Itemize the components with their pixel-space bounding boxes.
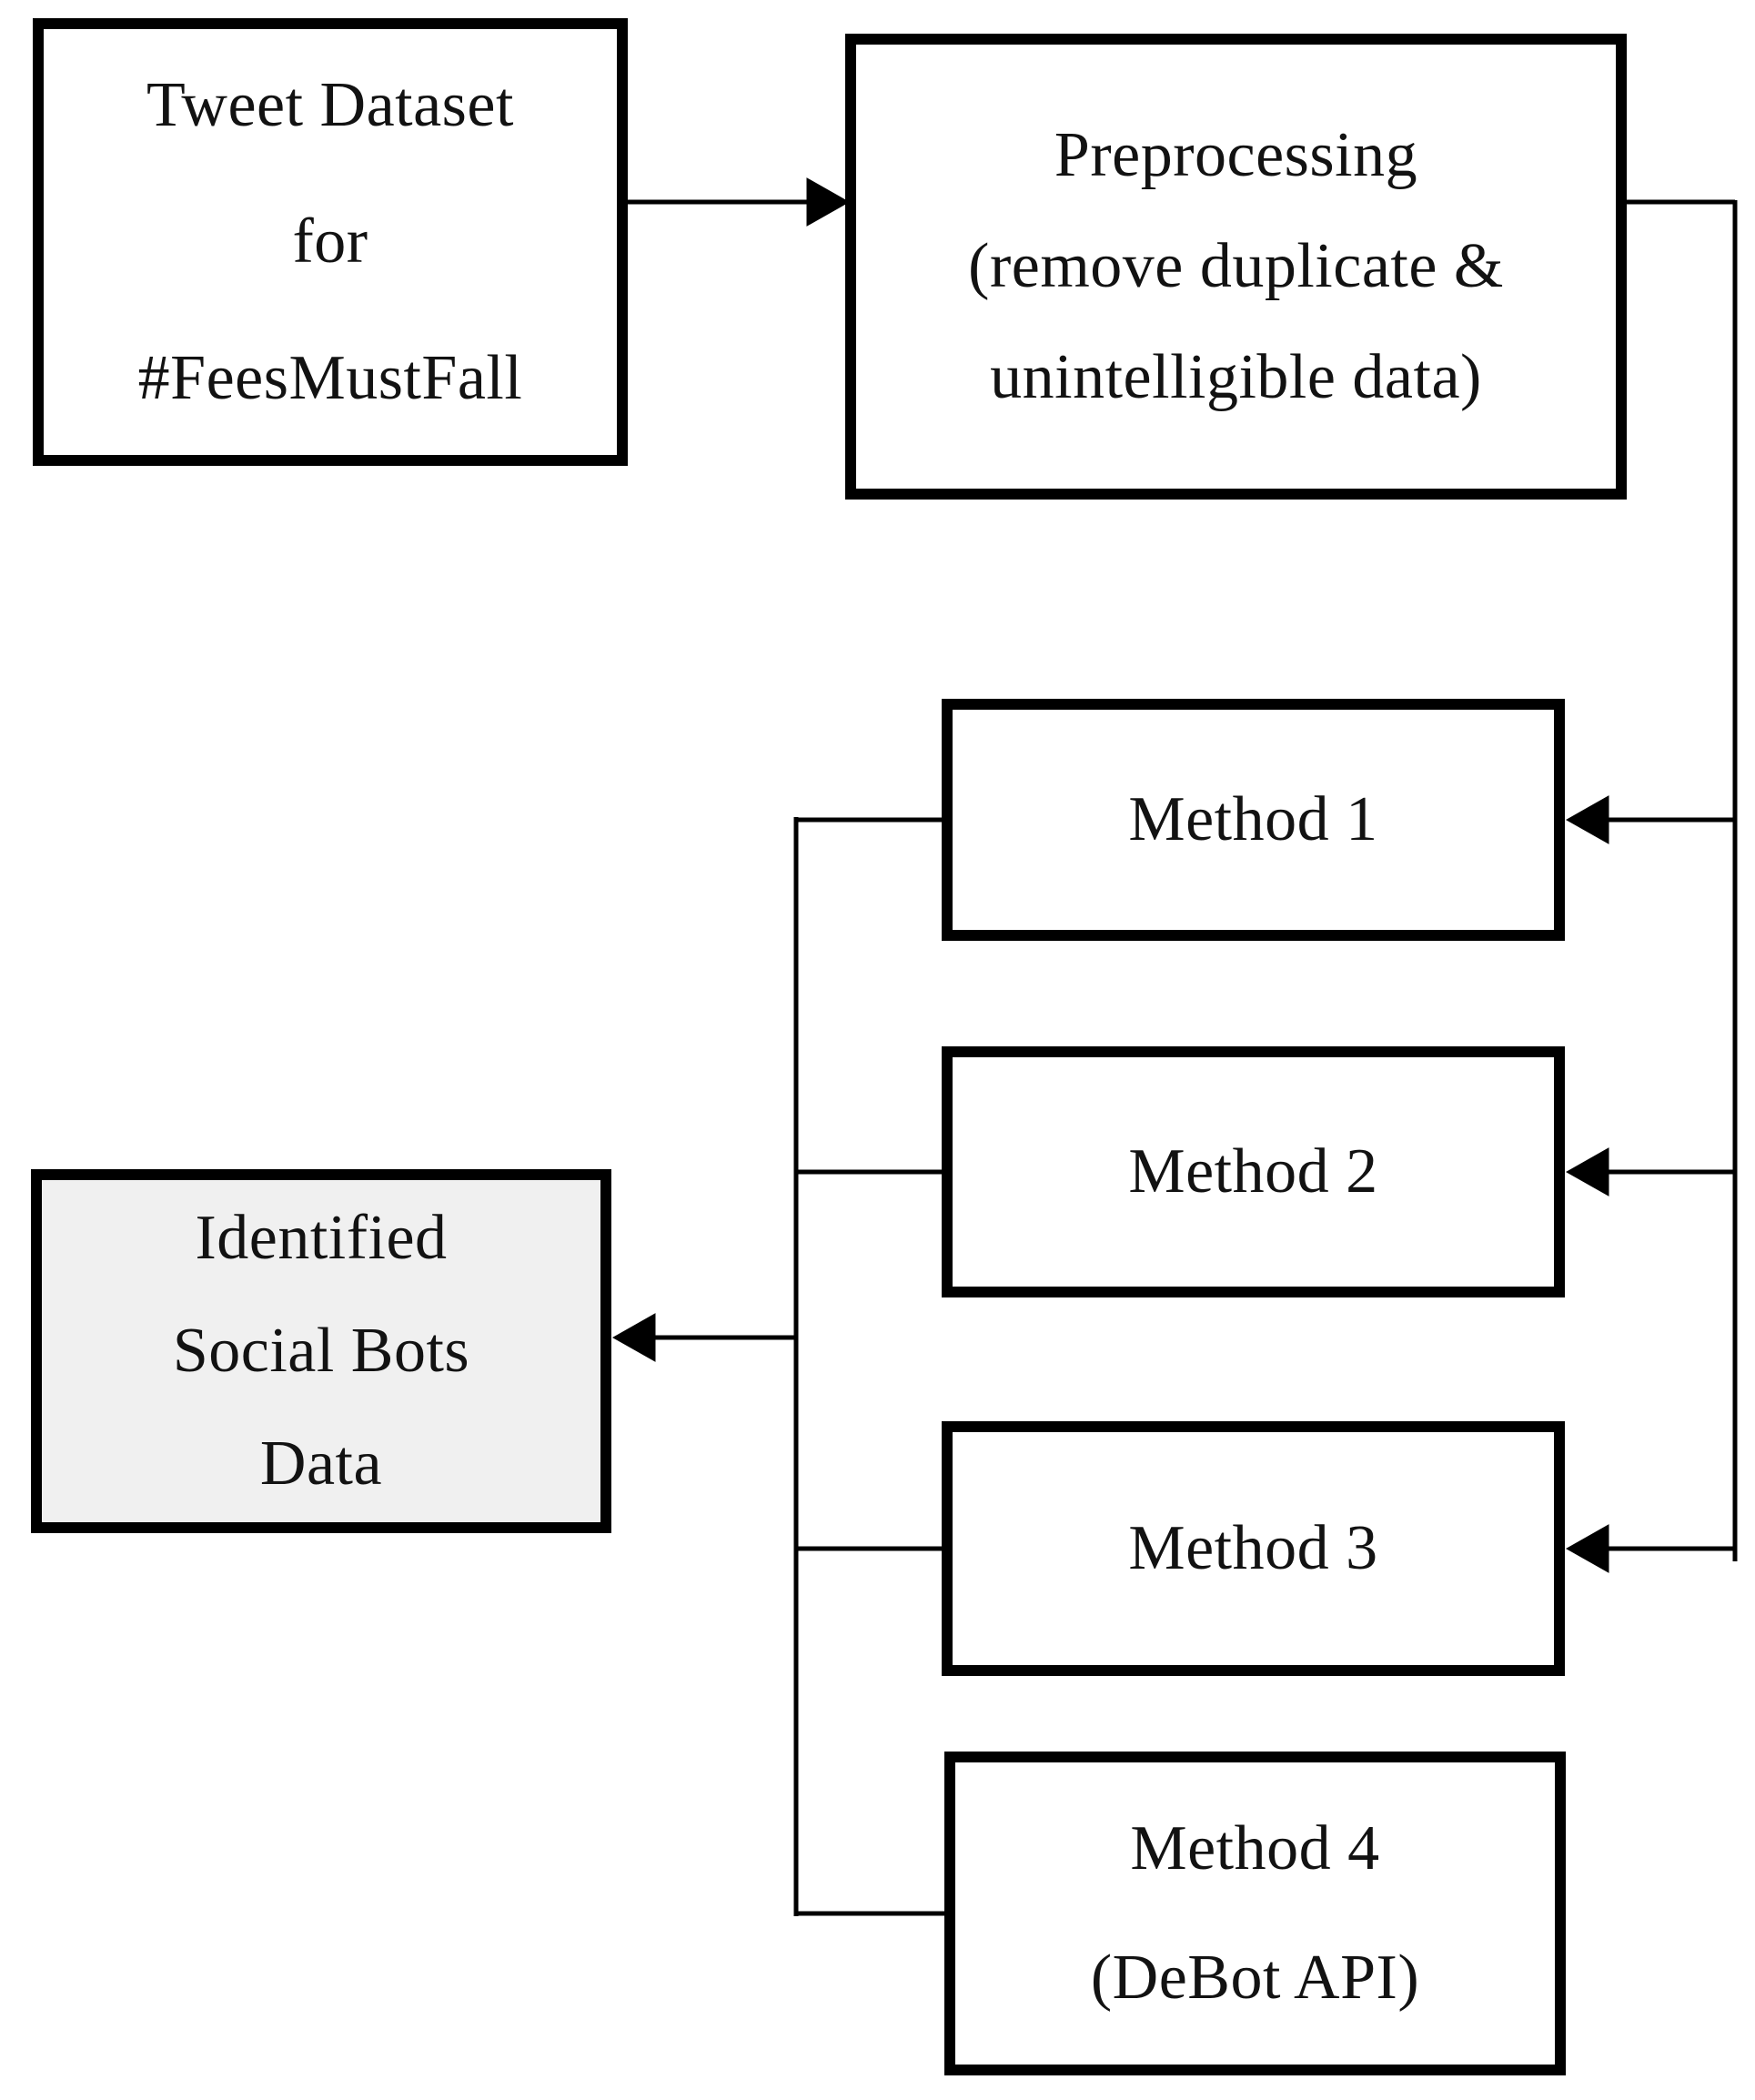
node-label-line: Social Bots [172, 1316, 470, 1386]
node-method-4: Method 4 (DeBot API) [944, 1752, 1566, 2075]
node-label-line: (DeBot API) [1090, 1943, 1420, 2013]
arrowhead-preprocessing [806, 177, 851, 227]
node-label-line: Method 4 [1130, 1813, 1380, 1883]
node-label-line: Identified [195, 1203, 448, 1273]
arrowhead-identified [611, 1313, 656, 1362]
node-method-3: Method 3 [942, 1421, 1565, 1676]
node-label-line: #FeesMustFall [137, 343, 523, 413]
node-label-line: Preprocessing [1054, 120, 1418, 190]
node-label-line: Method 2 [1128, 1136, 1378, 1206]
node-label-line: Method 1 [1128, 784, 1378, 854]
node-label-line: unintelligible data) [990, 342, 1482, 412]
node-preprocessing: Preprocessing (remove duplicate & uninte… [845, 34, 1627, 500]
arrowhead-method3 [1565, 1524, 1609, 1573]
node-label-line: (remove duplicate & [968, 231, 1504, 301]
arrowhead-method1 [1565, 795, 1609, 844]
node-label-line: for [292, 207, 368, 277]
node-label-line: Data [259, 1429, 383, 1499]
node-identified-social-bots-data: Identified Social Bots Data [31, 1169, 611, 1533]
node-method-2: Method 2 [942, 1046, 1565, 1297]
node-label-line: Tweet Dataset [146, 70, 514, 140]
node-method-1: Method 1 [942, 699, 1565, 941]
node-tweet-dataset: Tweet Dataset for #FeesMustFall [33, 18, 628, 466]
arrowhead-method2 [1565, 1147, 1609, 1196]
node-label-line: Method 3 [1128, 1513, 1378, 1583]
